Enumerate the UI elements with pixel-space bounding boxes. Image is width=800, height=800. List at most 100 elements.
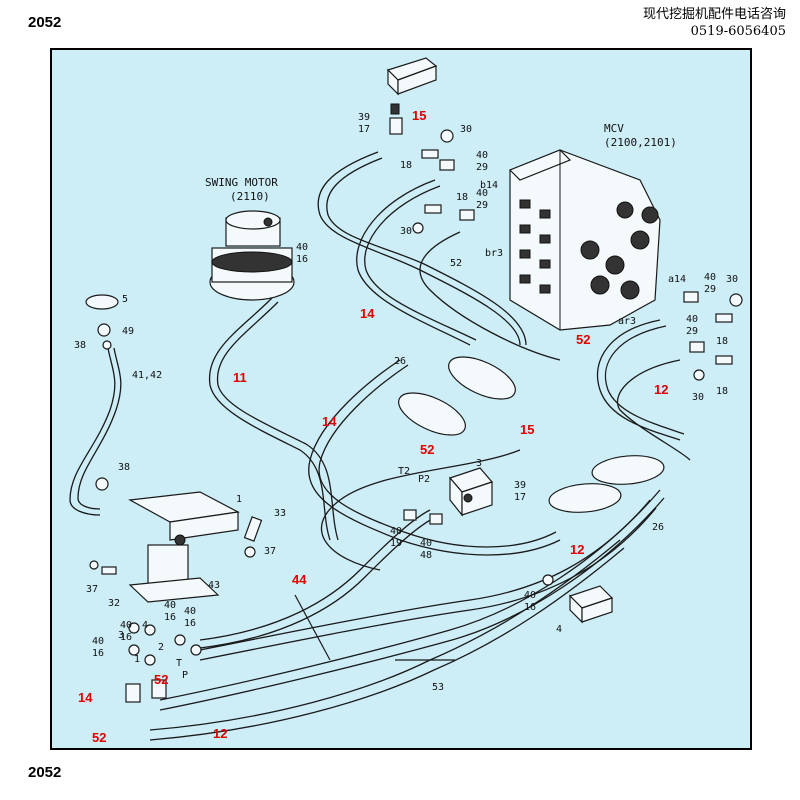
label-40g: 40 bbox=[420, 538, 432, 549]
contact-line-2: 0519-6056405 bbox=[690, 24, 786, 39]
label-52-bottom-a: 52 bbox=[154, 672, 168, 687]
label-5: 5 bbox=[122, 294, 128, 305]
label-30a: 30 bbox=[460, 124, 472, 135]
fitting-18-right-b bbox=[715, 355, 733, 365]
label-17: 17 bbox=[358, 124, 370, 135]
fitting-40-29-right-b bbox=[689, 341, 705, 353]
label-18d: 18 bbox=[716, 386, 728, 397]
label-33: 33 bbox=[274, 508, 286, 519]
port-a14: a14 bbox=[668, 274, 686, 285]
label-40j: 40 bbox=[184, 606, 196, 617]
fitting-40-29-top bbox=[439, 159, 455, 171]
washer-37b bbox=[89, 560, 99, 570]
nut-38 bbox=[95, 477, 109, 491]
label-4: 4 bbox=[556, 624, 562, 635]
label-15-top: 15 bbox=[412, 108, 426, 123]
label-12-right: 12 bbox=[654, 382, 668, 397]
swing-motor-ref: (2110) bbox=[230, 190, 270, 203]
label-40b: 40 bbox=[476, 188, 488, 199]
label-40l: 40 bbox=[92, 636, 104, 647]
top-connector-block bbox=[386, 57, 438, 96]
label-40c: 40 bbox=[296, 242, 308, 253]
label-52-bottom-b: 52 bbox=[92, 730, 106, 745]
label-38: 38 bbox=[74, 340, 86, 351]
label-18a: 18 bbox=[400, 160, 412, 171]
valve-block-3 bbox=[448, 467, 494, 517]
port-b14: b14 bbox=[480, 180, 498, 191]
label-29b: 29 bbox=[476, 200, 488, 211]
label-40i: 40 bbox=[164, 600, 176, 611]
label-40f: 40 bbox=[390, 526, 402, 537]
fitting-18-top bbox=[421, 149, 439, 159]
label-49: 49 bbox=[122, 326, 134, 337]
plug-30-mid bbox=[412, 222, 424, 234]
fitting-40-16-right bbox=[542, 574, 554, 586]
label-2: 2 bbox=[158, 642, 164, 653]
label-15-mid: 15 bbox=[520, 422, 534, 437]
label-52-mid: 52 bbox=[420, 442, 434, 457]
label-16a: 16 bbox=[296, 254, 308, 265]
label-32: 32 bbox=[108, 598, 120, 609]
elbow-15 bbox=[389, 117, 403, 135]
fitting-40-29-right bbox=[683, 291, 699, 303]
swing-motor bbox=[209, 210, 295, 301]
label-12-mid: 12 bbox=[570, 542, 584, 557]
pedal-assembly bbox=[128, 491, 240, 603]
label-41-42: 41,42 bbox=[132, 370, 162, 381]
plug-30-right-b bbox=[693, 369, 705, 381]
contact-info: 现代挖掘机配件电话咨询 0519-6056405 bbox=[643, 6, 786, 40]
label-52: 52 bbox=[450, 258, 462, 269]
fitting-40-48 bbox=[429, 513, 443, 525]
label-37b: 37 bbox=[86, 584, 98, 595]
label-26b: 26 bbox=[652, 522, 664, 533]
fitting-40-19 bbox=[403, 509, 417, 521]
label-26a: 26 bbox=[394, 356, 406, 367]
port-br3: br3 bbox=[485, 248, 503, 259]
port-t: T bbox=[176, 658, 182, 669]
label-3b: 3 bbox=[118, 630, 124, 641]
washer-38 bbox=[102, 340, 112, 350]
fitting-18-right-a bbox=[715, 313, 733, 323]
label-16c: 16 bbox=[164, 612, 176, 623]
label-4b: 4 bbox=[142, 620, 148, 631]
label-14-mid: 14 bbox=[322, 414, 337, 429]
fitting-39 bbox=[390, 103, 400, 115]
fitting-18-mid bbox=[424, 204, 442, 214]
label-16f: 16 bbox=[92, 648, 104, 659]
page-number-bottom: 2052 bbox=[28, 764, 62, 781]
label-40a: 40 bbox=[476, 150, 488, 161]
plug-30-right bbox=[729, 293, 743, 307]
label-40e: 40 bbox=[686, 314, 698, 325]
port-t2: T2 bbox=[398, 466, 410, 477]
mcv-block bbox=[508, 149, 661, 331]
label-30d: 30 bbox=[692, 392, 704, 403]
bolt-33 bbox=[243, 516, 263, 542]
hose-clamps bbox=[398, 356, 665, 513]
label-52-mcv: 52 bbox=[576, 332, 590, 347]
port-p: P bbox=[182, 670, 188, 681]
page-number-top: 2052 bbox=[28, 14, 62, 31]
label-40h: 40 bbox=[524, 590, 536, 601]
mcv-ref: (2100,2101) bbox=[604, 136, 677, 149]
label-29a: 29 bbox=[476, 162, 488, 173]
text-labels: SWING MOTOR (2110) MCV (2100,2101) b14 b… bbox=[74, 108, 738, 745]
fitting-40-29-mid bbox=[459, 209, 475, 221]
label-11: 11 bbox=[233, 370, 247, 385]
nut-49 bbox=[97, 323, 111, 337]
hoses bbox=[69, 151, 691, 741]
label-48: 48 bbox=[420, 550, 432, 561]
port-p2: P2 bbox=[418, 474, 430, 485]
label-14-bottom: 14 bbox=[78, 690, 93, 705]
label-12-bottom: 12 bbox=[213, 726, 227, 741]
label-3: 3 bbox=[476, 458, 482, 469]
bundle-bar-44 bbox=[294, 594, 331, 661]
label-1b: 1 bbox=[134, 654, 140, 665]
label-18c: 18 bbox=[716, 336, 728, 347]
bolt-32 bbox=[101, 566, 117, 575]
swing-motor-title: SWING MOTOR bbox=[205, 176, 278, 189]
label-53: 53 bbox=[432, 682, 444, 693]
block-4 bbox=[568, 585, 614, 624]
label-43: 43 bbox=[208, 580, 220, 591]
label-16e: 16 bbox=[120, 632, 132, 643]
